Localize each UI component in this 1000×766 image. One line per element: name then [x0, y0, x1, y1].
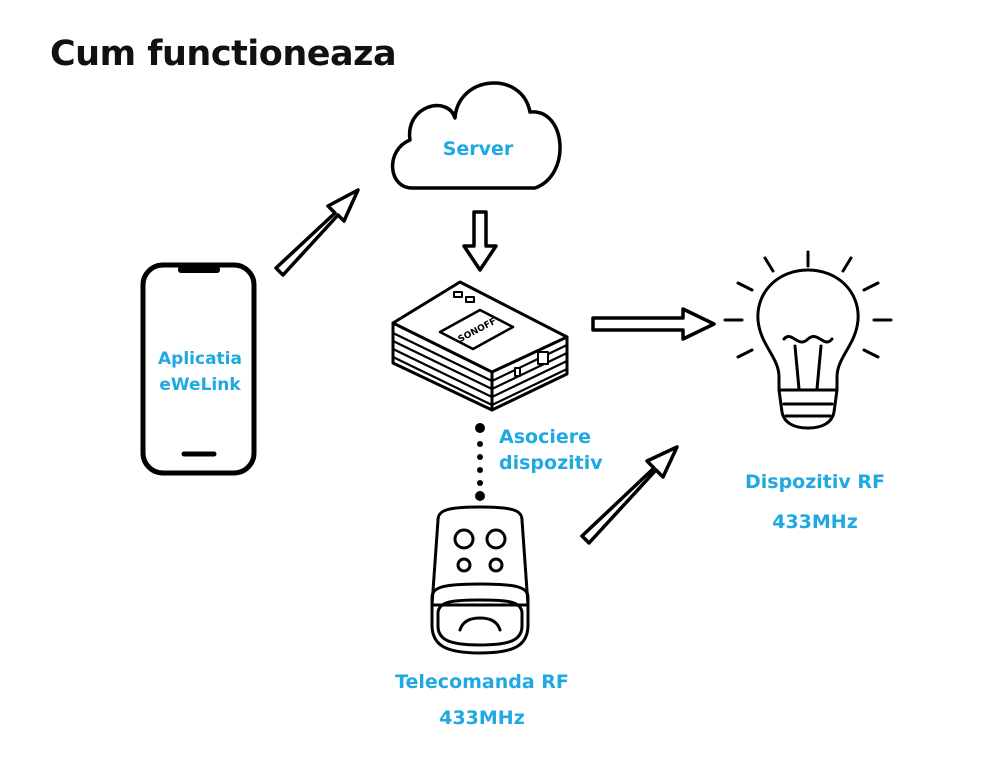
light-rays-icon	[723, 250, 893, 359]
rf-device-label-line1: Dispozitiv RF	[744, 471, 886, 493]
app-label-line1: Aplicatia	[158, 349, 242, 369]
arrow-app-to-server	[274, 188, 360, 277]
arrow-bridge-to-device	[591, 307, 716, 341]
smartphone-icon	[140, 262, 257, 476]
remote-control-icon	[430, 505, 530, 655]
rf-device-label-line2: 433MHz	[772, 511, 858, 533]
arrow-server-to-bridge	[462, 210, 498, 272]
cloud-icon	[390, 81, 562, 190]
arrow-remote-to-device	[580, 445, 679, 545]
pairing-label: Asociere dispozitiv	[499, 424, 603, 476]
bridge-brand-text: SONOFF	[457, 317, 498, 345]
rf-device-label: Dispozitiv RF 433MHz	[745, 462, 885, 542]
remote-label-line2: 433MHz	[439, 707, 525, 729]
pairing-label-line2: dispozitiv	[499, 452, 603, 474]
app-label-line2: eWeLink	[159, 375, 241, 395]
pairing-dotted-line	[475, 423, 485, 501]
page-title: Cum functioneaza	[50, 34, 397, 74]
server-label: Server	[442, 138, 514, 160]
app-label: Aplicatia eWeLink	[158, 346, 242, 398]
remote-label-line1: Telecomanda RF	[395, 671, 569, 693]
light-bulb-icon	[756, 268, 860, 430]
pairing-label-line1: Asociere	[499, 426, 591, 448]
rf-bridge-icon	[391, 280, 569, 412]
remote-label: Telecomanda RF 433MHz	[395, 664, 569, 736]
